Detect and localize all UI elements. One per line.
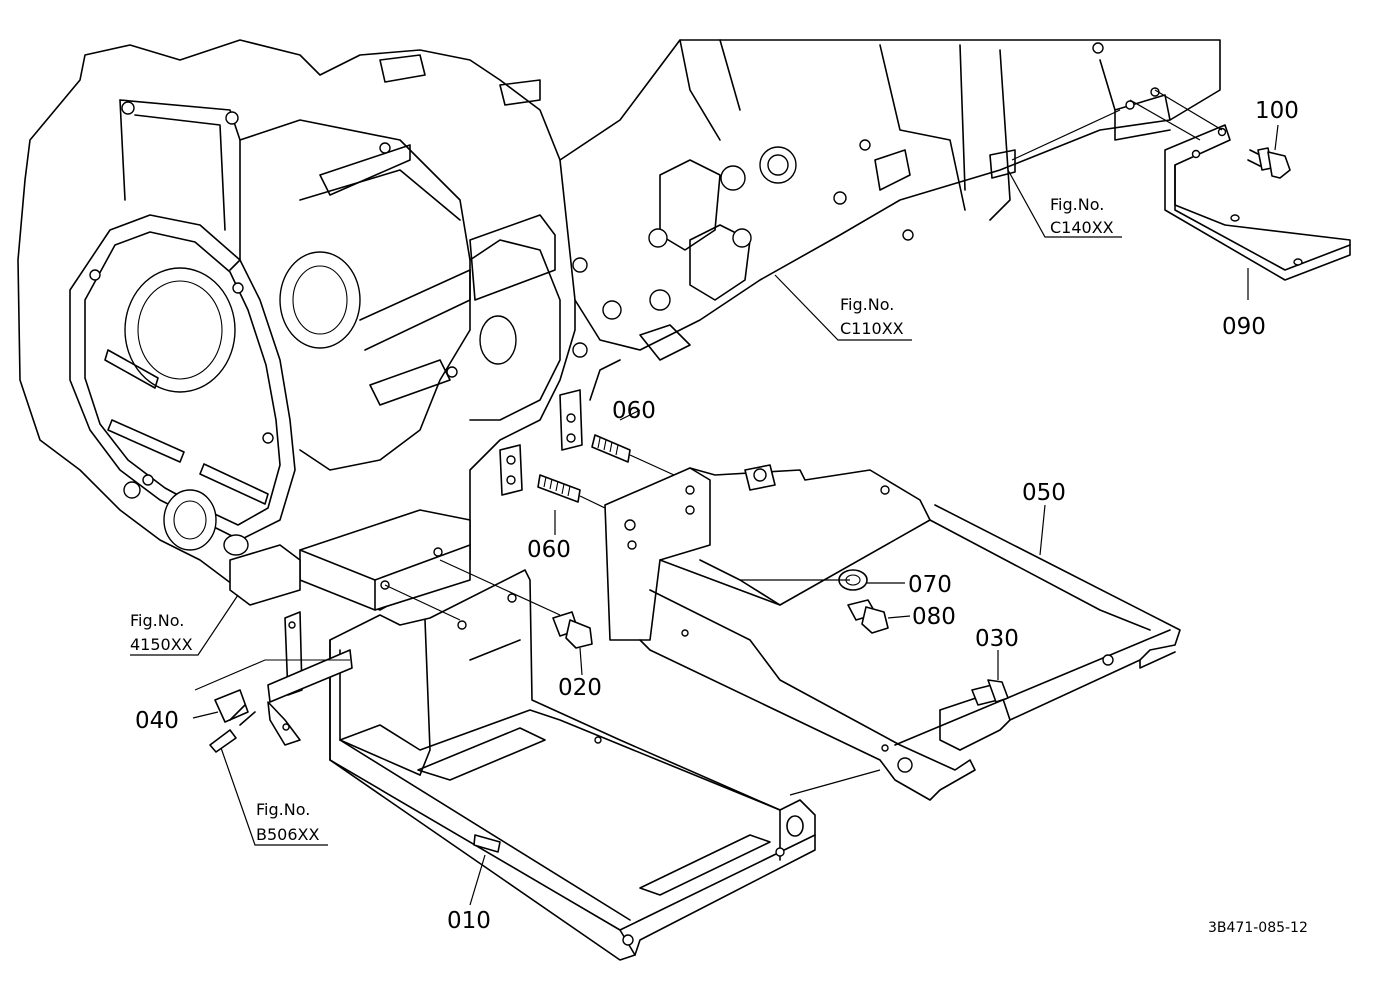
- parts-070-080-030-fasteners: [740, 569, 1009, 706]
- callout-030: 030: [975, 626, 1019, 652]
- callout-070: 070: [908, 572, 952, 598]
- fig-ref-b506-code: B506XX: [256, 825, 319, 844]
- part-060-studs: [499, 389, 686, 535]
- figure-ref-leaders: [130, 109, 1122, 846]
- callout-020: 020: [558, 675, 602, 701]
- part-100-bolt: [1247, 124, 1291, 179]
- part-040-switch-bracket: [192, 611, 353, 753]
- engine-block: [379, 39, 1221, 401]
- transmission-housing: [17, 39, 576, 611]
- drawing-number: 3B471-085-12: [1208, 920, 1308, 936]
- fig-ref-4150-code: 4150XX: [130, 635, 193, 654]
- callout-080: 080: [912, 604, 956, 630]
- callout-040: 040: [135, 708, 179, 734]
- part-010-frame: [329, 569, 816, 961]
- figure-ref-labels: Fig.No. C140XX Fig.No. C110XX Fig.No. 41…: [130, 195, 1114, 844]
- callout-060-lower: 060: [527, 537, 571, 563]
- part-090-bracket: [1129, 89, 1351, 300]
- fig-ref-c110-caption: Fig.No.: [840, 295, 894, 314]
- part-020-bolt: [384, 559, 593, 676]
- fig-ref-c110-code: C110XX: [840, 319, 904, 338]
- callout-010: 010: [447, 908, 491, 934]
- callout-050: 050: [1022, 480, 1066, 506]
- callout-060-upper: 060: [612, 398, 656, 424]
- callout-100: 100: [1255, 98, 1299, 124]
- fig-ref-b506-caption: Fig.No.: [256, 800, 310, 819]
- part-050-frame: [604, 464, 1181, 801]
- callout-090: 090: [1222, 314, 1266, 340]
- fig-ref-4150-caption: Fig.No.: [130, 611, 184, 630]
- fig-ref-c140-caption: Fig.No.: [1050, 195, 1104, 214]
- fig-ref-c140-code: C140XX: [1050, 218, 1114, 237]
- callout-labels: 100 090 050 060 060 070 080 030 020 040 …: [135, 98, 1299, 934]
